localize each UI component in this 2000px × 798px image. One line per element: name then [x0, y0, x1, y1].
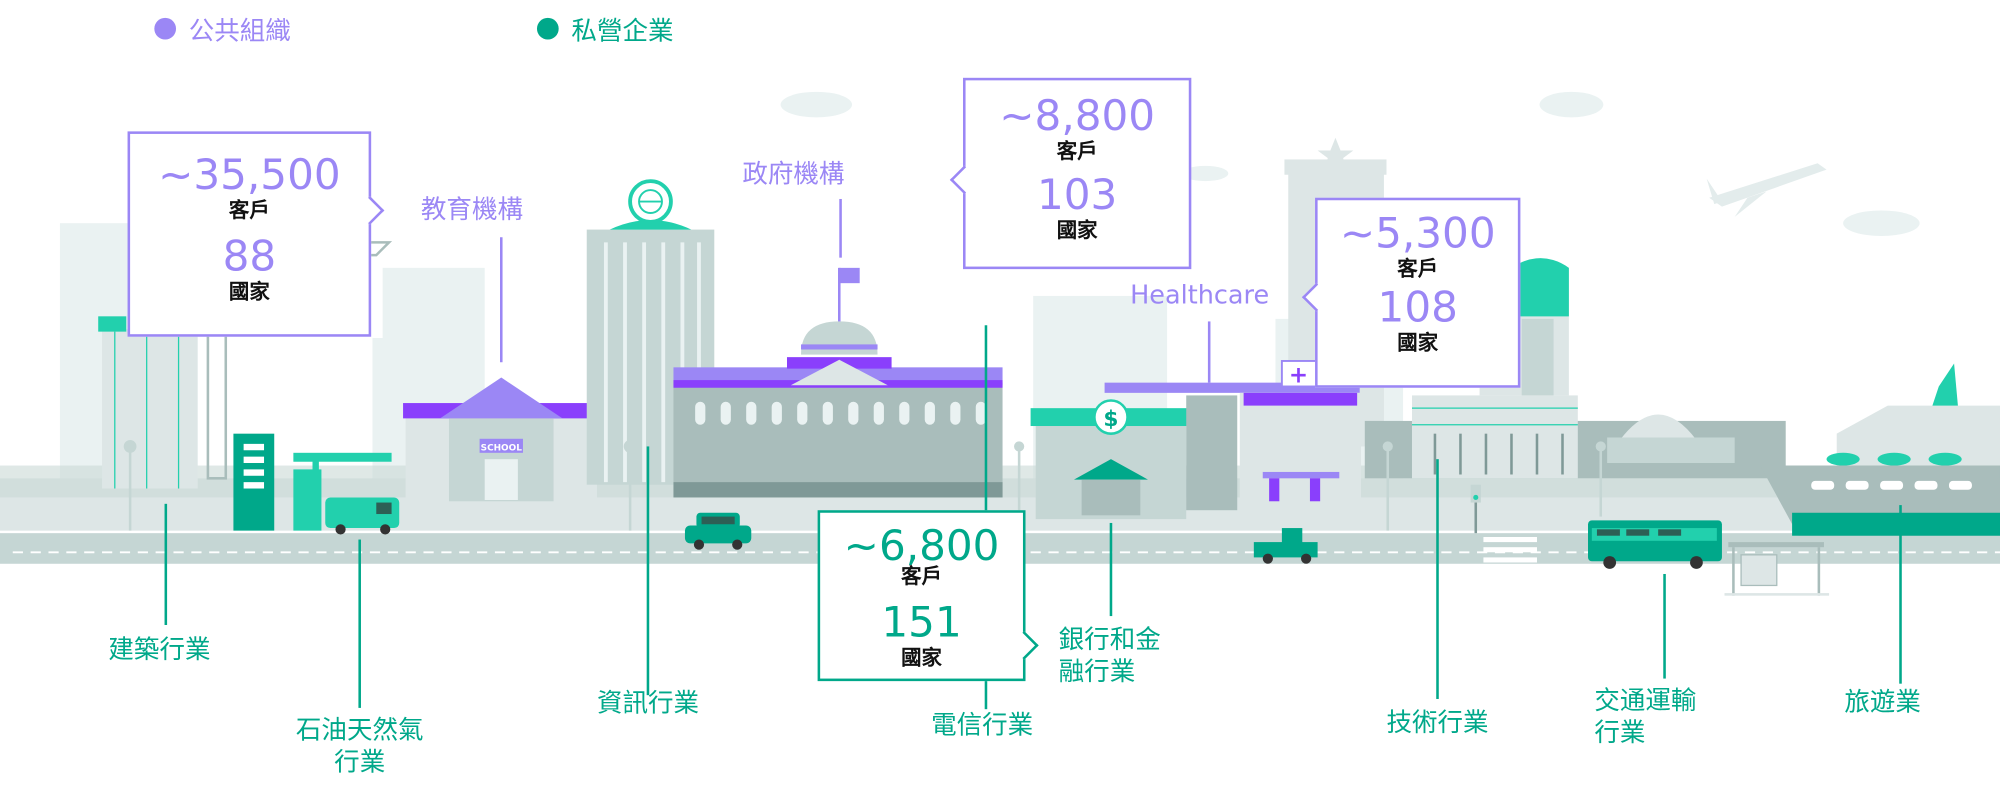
clients-count: ~35,500 [158, 149, 341, 199]
school-sign: SCHOOL [481, 443, 523, 453]
leader-line-education [499, 237, 503, 363]
label-oil-gas-line2: 行業 [334, 746, 386, 777]
callout-healthcare: ~5,300 客戶 108 國家 [1301, 197, 1521, 388]
label-oil-gas: 石油天然氣 行業 [296, 714, 424, 778]
legend-private: 私營企業 [536, 10, 674, 47]
flag-icon [839, 267, 860, 284]
leader-line-healthcare [1207, 321, 1211, 383]
leader-line-tourism [1899, 505, 1902, 684]
pickup-truck [1253, 528, 1318, 564]
van [325, 497, 400, 535]
legend-public: 公共組織 [154, 10, 291, 47]
leader-line-tech [1436, 459, 1439, 699]
medical-cross-icon: + [1289, 363, 1308, 389]
clients-label: 客戶 [228, 197, 270, 222]
countries-count: 103 [1036, 169, 1118, 220]
leader-line-transport [1663, 573, 1666, 679]
label-healthcare: Healthcare [1130, 279, 1270, 310]
car [684, 512, 752, 550]
countries-count: 151 [881, 596, 962, 647]
countries-label: 國家 [1056, 218, 1098, 243]
school-building: SCHOOL [403, 377, 600, 502]
leader-line-construction [164, 503, 168, 625]
countries-count: 108 [1377, 281, 1458, 332]
label-construction: 建築行業 [108, 633, 211, 665]
label-tourism: 旅遊業 [1844, 686, 1921, 717]
airplane [1706, 163, 1827, 217]
callout-government: ~8,800 客戶 103 國家 [949, 77, 1192, 270]
private-dot-icon [536, 17, 559, 40]
clients-label: 客戶 [1056, 139, 1098, 164]
label-transport: 交通運輸 行業 [1594, 685, 1696, 749]
legend-public-label: 公共組織 [188, 15, 291, 46]
leader-line-oil-gas [358, 539, 361, 708]
label-government: 政府機構 [742, 158, 845, 189]
gas-station [233, 433, 392, 531]
crosswalk [1483, 536, 1537, 563]
countries-count: 88 [222, 230, 277, 281]
bus [1588, 520, 1722, 569]
street-lamps [123, 440, 1606, 531]
label-transport-line2: 行業 [1594, 716, 1646, 748]
clients-count: ~6,800 [843, 520, 1000, 571]
cruise-ship [1760, 363, 2000, 536]
leader-line-government [839, 198, 842, 258]
countries-label: 國家 [228, 279, 270, 304]
leader-line-it [646, 446, 650, 696]
clients-count: ~5,300 [1339, 207, 1496, 258]
label-oil-gas-line1: 石油天然氣 [295, 714, 424, 745]
label-banking-line2: 融行業 [1058, 655, 1136, 687]
label-tech: 技術行業 [1386, 706, 1489, 738]
dollar-icon: $ [1103, 407, 1118, 432]
hospital-building: + [1104, 360, 1361, 511]
bus-stop [1724, 542, 1830, 596]
bank-building: $ [1030, 399, 1189, 520]
label-telecom: 電信行業 [931, 709, 1034, 740]
callout-telecom: ~6,800 客戶 151 國家 [817, 510, 1039, 682]
government-building [673, 267, 1003, 498]
callout-education: ~35,500 客戶 88 國家 [127, 131, 385, 337]
countries-label: 國家 [1397, 330, 1439, 355]
label-transport-line1: 交通運輸 [1594, 684, 1697, 716]
public-dot-icon [154, 17, 177, 40]
clients-count: ~8,800 [999, 90, 1156, 141]
tech-building [1364, 395, 1786, 479]
countries-label: 國家 [901, 645, 942, 670]
label-banking: 銀行和金 融行業 [1059, 624, 1161, 688]
leader-line-banking [1109, 522, 1113, 617]
label-education: 教育機構 [420, 193, 523, 225]
legend-private-label: 私營企業 [571, 15, 674, 46]
traffic-light [1470, 484, 1481, 534]
construction-building [98, 241, 393, 489]
clients-label: 客戶 [1397, 256, 1439, 281]
leader-line-telecom-upper [984, 325, 988, 512]
leader-line-telecom-lower [984, 681, 988, 710]
clouds [780, 91, 1920, 503]
label-banking-line1: 銀行和金 [1058, 623, 1161, 655]
label-it: 資訊行業 [596, 687, 699, 719]
clients-label: 客戶 [901, 563, 942, 589]
